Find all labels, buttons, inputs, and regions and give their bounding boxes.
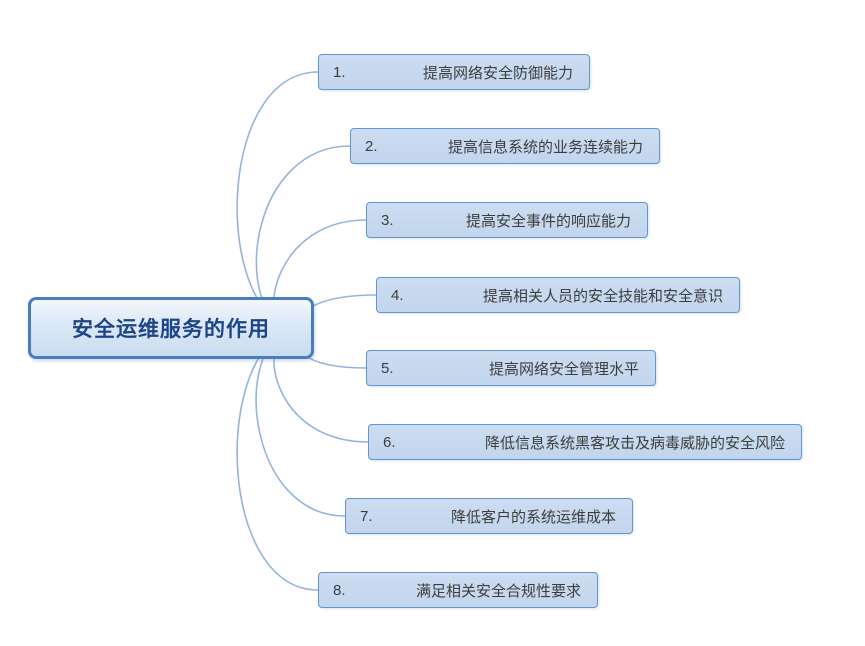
branch-node-1: 1. 提高网络安全防御能力: [318, 54, 590, 90]
branch-label: 降低信息系统黑客攻击及病毒威胁的安全风险: [484, 434, 785, 452]
branch-node-6: 6. 降低信息系统黑客攻击及病毒威胁的安全风险: [368, 424, 802, 460]
branch-node-8: 8. 满足相关安全合规性要求: [318, 572, 598, 608]
branch-label: 满足相关安全合规性要求: [415, 582, 581, 600]
connector-line-1: [236, 71, 319, 329]
branch-number: 7.: [360, 507, 373, 525]
branch-number: 1.: [333, 63, 346, 81]
branch-label: 提高相关人员的安全技能和安全意识: [482, 287, 723, 305]
branch-label: 提高网络安全防御能力: [422, 64, 573, 82]
root-node-label: 安全运维服务的作用: [72, 318, 270, 341]
branch-node-7: 7. 降低客户的系统运维成本: [345, 498, 633, 534]
root-node: 安全运维服务的作用: [28, 297, 314, 359]
branch-number: 5.: [381, 359, 394, 377]
branch-node-5: 5. 提高网络安全管理水平: [366, 350, 656, 386]
branch-node-2: 2. 提高信息系统的业务连续能力: [350, 128, 660, 164]
branch-number: 4.: [391, 286, 404, 304]
branch-number: 2.: [365, 137, 378, 155]
branch-label: 提高安全事件的响应能力: [465, 212, 631, 230]
connector-line-8: [236, 329, 319, 591]
branch-label: 提高网络安全管理水平: [488, 360, 639, 378]
branch-label: 提高信息系统的业务连续能力: [447, 138, 643, 156]
branch-number: 8.: [333, 581, 346, 599]
branch-number: 3.: [381, 211, 394, 229]
branch-number: 6.: [383, 433, 396, 451]
branch-node-3: 3. 提高安全事件的响应能力: [366, 202, 648, 238]
branch-node-4: 4. 提高相关人员的安全技能和安全意识: [376, 277, 740, 313]
branch-label: 降低客户的系统运维成本: [450, 508, 616, 526]
